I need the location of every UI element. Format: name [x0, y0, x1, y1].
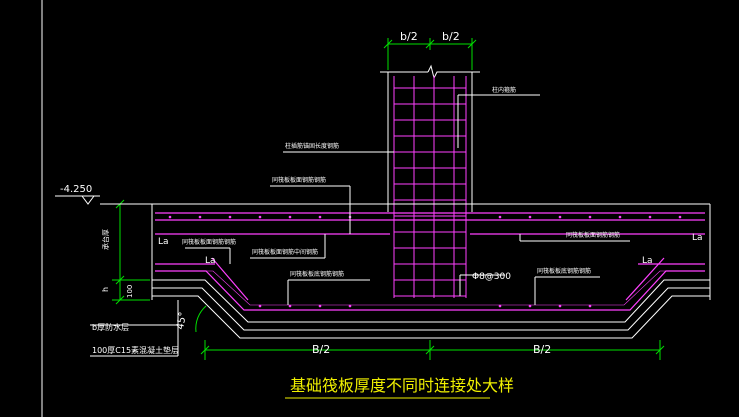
dimension-lines [112, 38, 665, 360]
note-waterproof: b厚防水层 [92, 322, 129, 332]
leader-lines [90, 94, 630, 357]
anchor-label-la-3: La [642, 256, 653, 266]
dim-bottom-right-half: B/2 [533, 343, 551, 356]
elevation-marker [55, 195, 152, 205]
annotation-thin-mid-rebar: 同筏板板面钢筋中间钢筋 [252, 248, 318, 256]
anchor-label-la-1: La [158, 237, 169, 247]
annotation-thin-top-rebar-left: 同筏板板面钢筋钢筋 [182, 238, 236, 246]
dim-top-left-half: b/2 [400, 30, 418, 43]
elevation-label: -4.250 [60, 184, 92, 195]
note-cushion: 100厚C15素混凝土垫层 [92, 345, 179, 355]
angle-label: 45° [175, 311, 189, 330]
vertical-dim-h: h [101, 287, 110, 292]
dim-bottom-left-half: B/2 [312, 343, 330, 356]
dim-top-right-half: b/2 [442, 30, 460, 43]
annotation-right-bottom-rebar: 同筏板板底钢筋钢筋 [537, 267, 591, 275]
vertical-dim-100: 100 [126, 285, 134, 298]
annotation-thin-top-rebar: 同筏板板面钢筋钢筋 [272, 176, 326, 184]
annotation-column-rebar: 柱内箍筋 [492, 86, 516, 94]
rebar-dots [168, 215, 682, 308]
annotation-column-longitudinal: 柱插筋锚固长度钢筋 [285, 142, 339, 150]
column-rebar-grid [393, 76, 467, 298]
anchor-label-la-4: La [692, 233, 703, 243]
anchor-label-la-2: La [205, 256, 216, 266]
annotation-thick-bottom-rebar: 同筏板板底钢筋钢筋 [290, 270, 344, 278]
raft-rebar [155, 212, 705, 311]
annotation-stirrup: Φ8@300 [472, 272, 511, 282]
vertical-dim-thickness: 承台厚 [101, 229, 110, 250]
raft-slab-outline [151, 203, 711, 339]
drawing-title: 基础筏板厚度不同时连接处大样 [290, 376, 514, 395]
annotation-right-top-rebar: 同筏板板面钢筋钢筋 [566, 231, 620, 239]
